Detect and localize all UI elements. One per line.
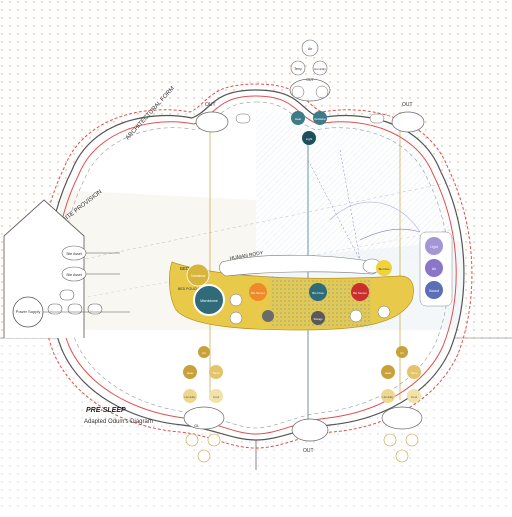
svg-text:Storage: Storage <box>313 317 323 321</box>
svg-text:Transduce: Transduce <box>191 274 206 278</box>
top-node-ventilation <box>313 111 327 125</box>
svg-text:Temp: Temp <box>212 371 220 375</box>
svg-text:Light: Light <box>430 245 438 249</box>
br-node-cool <box>407 389 421 403</box>
svg-text:Bio Flow: Bio Flow <box>312 291 324 295</box>
right-node-sound <box>425 281 443 299</box>
out-node-left: OUT <box>195 102 251 133</box>
svg-text:Air: Air <box>202 351 206 355</box>
svg-text:Humidity: Humidity <box>383 395 394 399</box>
label-gl: GL <box>194 423 200 428</box>
svg-text:OUT: OUT <box>402 102 413 108</box>
caption-subtitle: Adapted Odum's Diagram <box>84 419 153 425</box>
svg-text:Cool: Cool <box>411 395 418 399</box>
svg-text:Temp: Temp <box>294 67 302 71</box>
bl-node-temp <box>209 365 223 379</box>
bed-node-storage <box>311 311 325 325</box>
svg-text:Heat: Heat <box>187 371 194 375</box>
bed-node-bio-sensor-1 <box>249 283 267 301</box>
svg-text:OUT: OUT <box>306 78 314 82</box>
bed-node-bio-flow-1 <box>309 283 327 301</box>
label-bed-pouch: BED POUCH <box>178 287 199 291</box>
site-house: Site Asset Site Asset Power Supply <box>3 199 130 338</box>
svg-text:Cool: Cool <box>213 395 220 399</box>
svg-text:Site Asset: Site Asset <box>66 252 82 256</box>
svg-text:Ventilation: Ventilation <box>314 117 327 121</box>
svg-text:Bio Sensor: Bio Sensor <box>353 291 367 295</box>
svg-text:Humidity: Humidity <box>185 395 196 399</box>
top-node-light <box>302 131 316 145</box>
bed-node-transduce <box>186 263 210 287</box>
bed-node-microbiome <box>193 284 225 316</box>
top-node-heat <box>291 111 305 125</box>
caption-title: PRE-SLEEP <box>86 407 126 414</box>
br-node-temp <box>407 365 421 379</box>
bl-node-cool <box>209 389 223 403</box>
bl-node-air <box>198 346 210 358</box>
label-bed: BED <box>180 266 190 271</box>
svg-text:Bio Sensor: Bio Sensor <box>251 291 265 295</box>
svg-text:OUT: OUT <box>303 448 314 454</box>
right-node-air <box>425 259 443 277</box>
svg-text:Heat: Heat <box>385 371 392 375</box>
bl-node-humidity <box>183 389 197 403</box>
svg-text:Power Supply: Power Supply <box>16 309 41 314</box>
right-node-light <box>425 237 443 255</box>
out-node-bottom: OUT <box>291 418 329 454</box>
top-node-temp <box>290 60 306 76</box>
svg-text:OUT: OUT <box>205 102 216 108</box>
bed-node-bio-flow-2 <box>376 260 392 276</box>
svg-text:Humidity: Humidity <box>314 67 326 71</box>
svg-text:Heat: Heat <box>295 117 302 121</box>
svg-text:Light: Light <box>306 137 313 141</box>
svg-text:Microbiome: Microbiome <box>200 299 218 303</box>
svg-text:Air: Air <box>400 351 404 355</box>
right-node-cluster: Light Air Sound <box>419 231 453 307</box>
svg-text:Temp: Temp <box>410 371 418 375</box>
svg-text:Air: Air <box>308 47 313 51</box>
svg-text:Site Asset: Site Asset <box>66 273 82 277</box>
top-node-humidity <box>312 60 328 76</box>
label-human-body: HUMAN BODY <box>229 250 264 262</box>
top-node-cluster: Air Temp Humidity OUT Heat Ventilation L… <box>289 39 331 145</box>
svg-text:Air: Air <box>432 267 437 271</box>
bl-node-heat <box>183 365 197 379</box>
top-node-air <box>301 39 319 57</box>
inner-red-ring <box>55 95 457 435</box>
br-node-air <box>396 346 408 358</box>
bottom-left-cluster: Air Heat Temp Humidity Cool GL <box>183 346 225 463</box>
out-node-right: OUT <box>369 102 425 133</box>
bed-pouch-fill <box>270 276 372 328</box>
inner-dashed-ring <box>62 101 450 429</box>
svg-text:Sound: Sound <box>429 289 439 293</box>
bed-assembly: HUMAN BODY BED BED POUCH Transduce Micro… <box>169 250 414 331</box>
human-body-outline <box>219 254 378 277</box>
bed-node-bio-sensor-2 <box>351 283 369 301</box>
bottom-right-cluster: Air Heat Temp Humidity Cool <box>381 346 423 463</box>
br-node-heat <box>381 365 395 379</box>
br-node-humidity <box>381 389 395 403</box>
svg-text:Bio Flow: Bio Flow <box>379 267 391 271</box>
